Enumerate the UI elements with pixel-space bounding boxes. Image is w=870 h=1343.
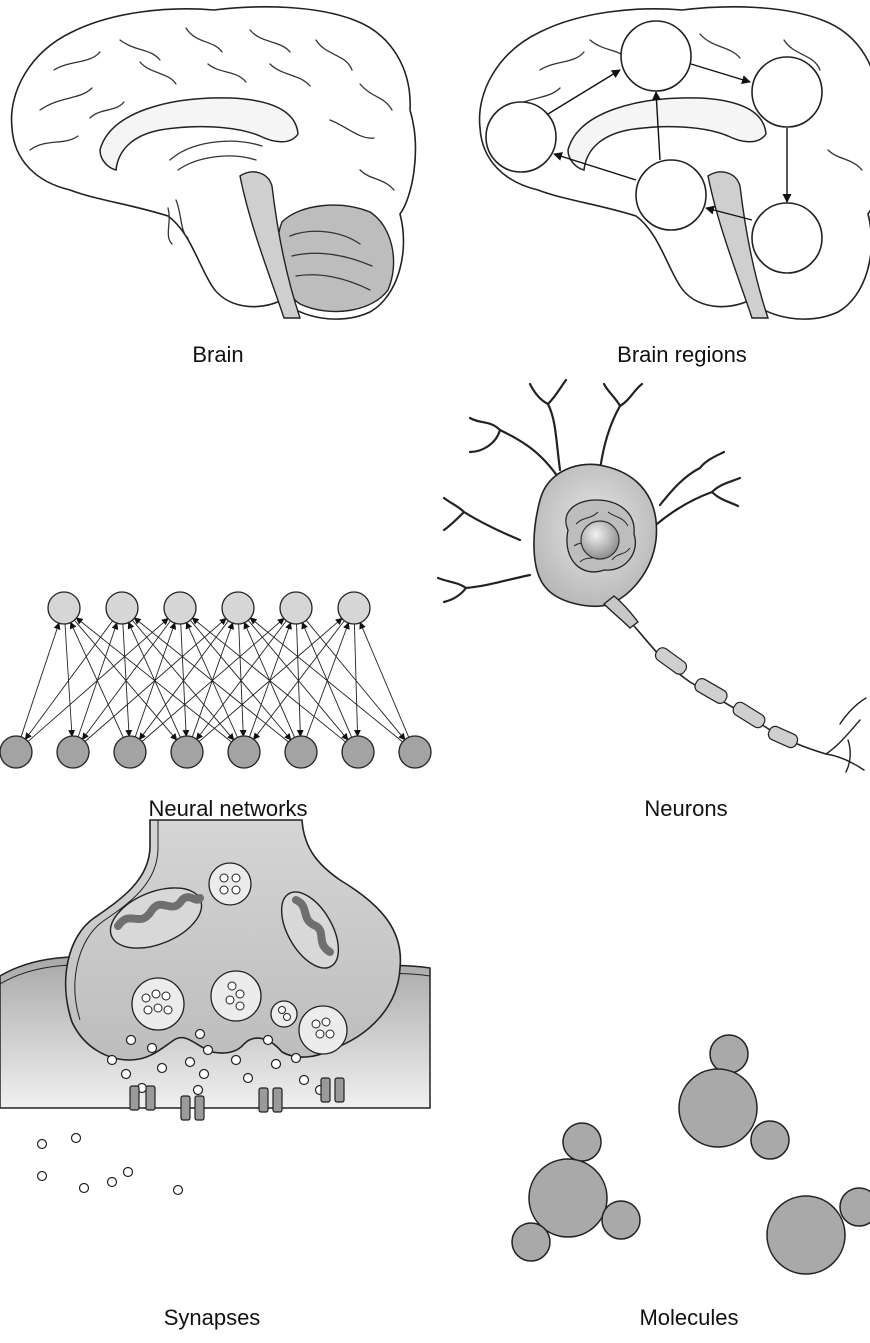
molecule-atom bbox=[563, 1123, 601, 1161]
network-node-top bbox=[338, 592, 370, 624]
network-node-bottom bbox=[342, 736, 374, 768]
connection-down bbox=[254, 621, 345, 740]
caption-brain: Brain bbox=[192, 342, 243, 367]
molecule-atom bbox=[840, 1188, 870, 1226]
brain-panel bbox=[12, 7, 416, 319]
network-node-bottom bbox=[171, 736, 203, 768]
network-node-top bbox=[222, 592, 254, 624]
myelin-sheath bbox=[653, 645, 799, 749]
connection-up bbox=[250, 618, 402, 742]
region-node bbox=[636, 160, 706, 230]
region-arrow bbox=[691, 64, 750, 82]
region-node bbox=[621, 21, 691, 91]
region-node bbox=[752, 203, 822, 273]
network-node-bottom bbox=[228, 736, 260, 768]
connection-up bbox=[186, 623, 237, 738]
molecule-atom bbox=[679, 1069, 757, 1147]
synapse-panel bbox=[0, 820, 430, 1195]
neural-network-panel bbox=[0, 592, 431, 768]
network-node-bottom bbox=[114, 736, 146, 768]
network-node-top bbox=[280, 592, 312, 624]
connection-up bbox=[360, 623, 409, 738]
molecule-atom bbox=[512, 1223, 550, 1261]
connection-up bbox=[302, 623, 351, 738]
connection-up bbox=[85, 619, 226, 742]
network-node-bottom bbox=[57, 736, 89, 768]
neuron-panel bbox=[438, 380, 866, 772]
region-arrow bbox=[548, 70, 620, 114]
caption-synapses: Synapses bbox=[164, 1305, 261, 1330]
molecule-atom bbox=[602, 1201, 640, 1239]
connection-up bbox=[244, 623, 294, 738]
network-node-bottom bbox=[285, 736, 317, 768]
connection-up bbox=[199, 618, 342, 741]
connection-down bbox=[25, 621, 112, 739]
network-node-bottom bbox=[0, 736, 32, 768]
connection-up bbox=[307, 623, 349, 737]
cerebellum bbox=[278, 205, 394, 311]
connection-up bbox=[192, 618, 345, 742]
region-node bbox=[486, 102, 556, 172]
connection-down bbox=[197, 621, 287, 739]
region-node bbox=[752, 57, 822, 127]
network-node-top bbox=[106, 592, 138, 624]
molecule-panel bbox=[512, 1035, 870, 1274]
network-connections bbox=[21, 618, 409, 742]
network-node-top bbox=[48, 592, 80, 624]
connection-down bbox=[83, 621, 171, 739]
connection-up bbox=[28, 619, 168, 742]
connection-down bbox=[354, 624, 357, 736]
corpus-callosum bbox=[100, 98, 298, 170]
region-arrow bbox=[554, 154, 636, 180]
connection-down bbox=[140, 621, 229, 739]
brain-regions-panel bbox=[480, 7, 870, 319]
caption-brain-regions: Brain regions bbox=[617, 342, 747, 367]
connection-down bbox=[132, 620, 233, 740]
connection-down bbox=[74, 620, 176, 740]
axon-terminals bbox=[826, 698, 866, 772]
caption-neural-networks: Neural networks bbox=[149, 796, 308, 821]
axon bbox=[634, 626, 826, 754]
molecule-atom bbox=[767, 1196, 845, 1274]
molecule-atom bbox=[710, 1035, 748, 1073]
caption-neurons: Neurons bbox=[644, 796, 727, 821]
caption-molecules: Molecules bbox=[639, 1305, 738, 1330]
network-node-bottom bbox=[399, 736, 431, 768]
network-node-top bbox=[164, 592, 196, 624]
molecule-atom bbox=[751, 1121, 789, 1159]
connection-up bbox=[129, 623, 181, 738]
nucleus bbox=[581, 521, 619, 559]
axon-hillock bbox=[604, 596, 638, 628]
network-nodes bbox=[0, 592, 431, 768]
connection-up bbox=[142, 618, 284, 741]
